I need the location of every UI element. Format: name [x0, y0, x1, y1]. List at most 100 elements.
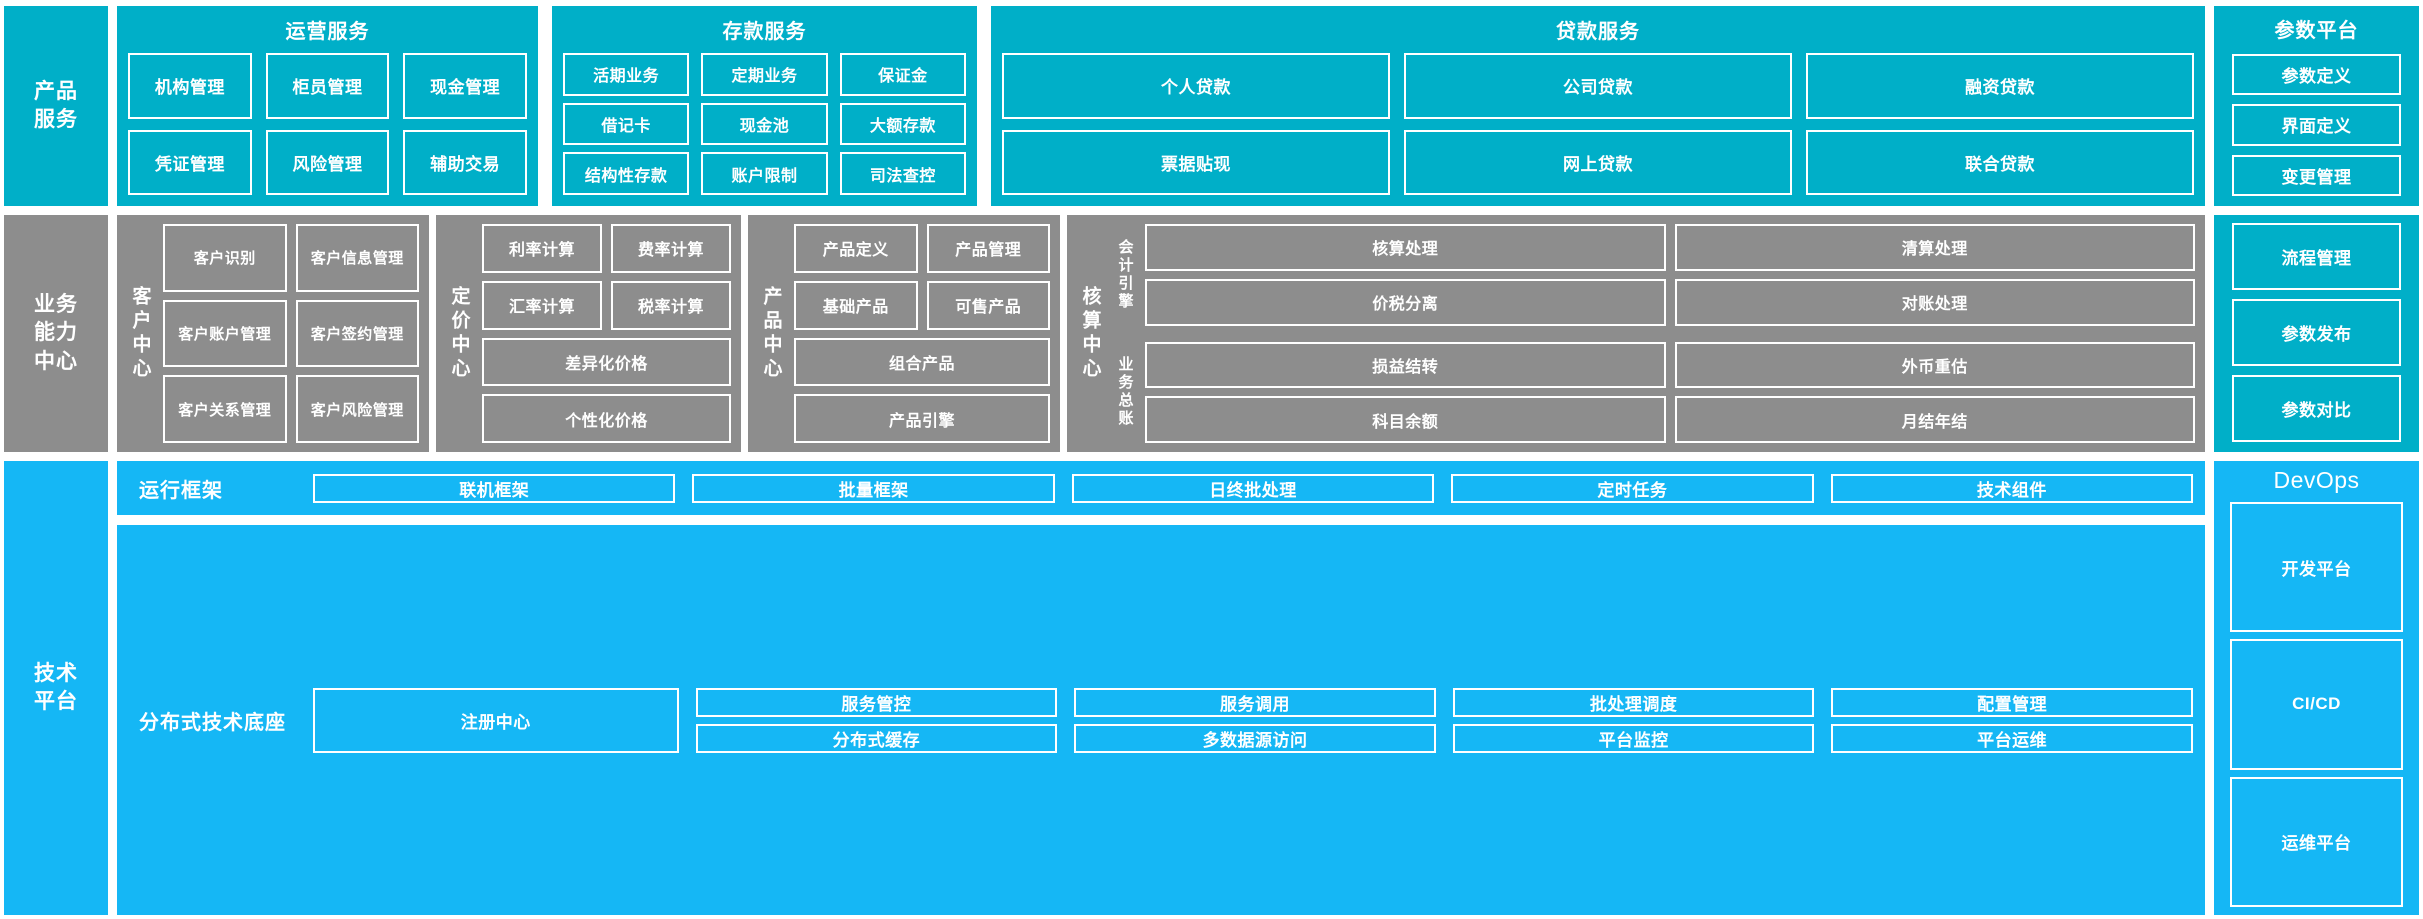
devops-tile[interactable]: 运维平台 — [2230, 776, 2403, 907]
capability-tile[interactable]: 客户识别 — [163, 224, 287, 292]
service-tile[interactable]: 现金管理 — [403, 53, 527, 119]
capability-tile[interactable]: 组合产品 — [794, 337, 1050, 387]
tech-tile[interactable]: 批处理调度 — [1452, 687, 1815, 717]
tech-stack: 批处理调度 平台监控 — [1452, 687, 1815, 753]
service-tile[interactable]: 风险管理 — [265, 129, 390, 195]
center-title-customer: 客户中心 — [129, 285, 151, 382]
capability-tile[interactable]: 月结年结 — [1674, 396, 2195, 443]
tech-tile-registry[interactable]: 注册中心 — [313, 687, 679, 753]
parameter-platform-title: 参数平台 — [2274, 20, 2359, 42]
capability-tile[interactable]: 税率计算 — [611, 280, 731, 330]
service-tile[interactable]: 融资贷款 — [1806, 53, 2194, 119]
service-tile[interactable]: 现金池 — [701, 102, 828, 146]
block-distributed-foundation: 分布式技术底座 注册中心 服务管控 分布式缓存 服务调用 多数据源访问 批处理调… — [117, 525, 2205, 915]
subgroup-accounting-engine: 会计引擎 核算处理 清算处理 价税分离 对账处理 — [1113, 224, 2195, 326]
product-services-groups: 运营服务 机构管理 柜员管理 现金管理 凭证管理 风险管理 辅助交易 存款服务 … — [117, 6, 2205, 206]
capability-tile[interactable]: 清算处理 — [1674, 224, 2195, 271]
capability-tile[interactable]: 核算处理 — [1145, 224, 1666, 271]
customer-center-grid: 客户识别 客户信息管理 客户账户管理 客户签约管理 客户关系管理 客户风险管理 — [163, 224, 419, 443]
service-tile[interactable]: 票据贴现 — [1002, 129, 1390, 195]
parameter-tile[interactable]: 变更管理 — [2232, 154, 2401, 196]
accounting-subgroups: 会计引擎 核算处理 清算处理 价税分离 对账处理 业务总账 损益结转 外币重估 — [1113, 224, 2195, 443]
capability-tile[interactable]: 对账处理 — [1674, 278, 2195, 326]
service-tile[interactable]: 账户限制 — [701, 152, 828, 195]
center-accounting: 核算中心 会计引擎 核算处理 清算处理 价税分离 对账处理 业务总账 — [1067, 215, 2205, 452]
devops-tile[interactable]: CI/CD — [2230, 639, 2403, 770]
service-tile[interactable]: 大额存款 — [839, 102, 966, 146]
parameter-tile[interactable]: 参数定义 — [2232, 54, 2401, 96]
center-product: 产品中心 产品定义 产品管理 基础产品 可售产品 组合产品 产品引擎 — [748, 215, 1060, 452]
capability-tile[interactable]: 基础产品 — [794, 280, 918, 330]
parameter-tile[interactable]: 参数对比 — [2232, 375, 2401, 442]
service-tile[interactable]: 网上贷款 — [1404, 129, 1792, 195]
capability-tile[interactable]: 可售产品 — [926, 280, 1050, 330]
capability-tile[interactable]: 科目余额 — [1145, 396, 1666, 443]
service-tile[interactable]: 借记卡 — [563, 102, 690, 146]
layer-label-technical-platform: 技术平台 — [4, 461, 108, 915]
capability-tile[interactable]: 产品管理 — [926, 224, 1050, 273]
capability-tile[interactable]: 差异化价格 — [482, 337, 731, 387]
tech-tile[interactable]: 技术组件 — [1830, 473, 2194, 503]
service-tile[interactable]: 凭证管理 — [128, 129, 252, 195]
capability-tile[interactable]: 利率计算 — [482, 224, 602, 273]
tech-tile[interactable]: 联机框架 — [313, 473, 676, 503]
parameter-platform-panel: 参数平台 参数定义 界面定义 变更管理 — [2214, 6, 2419, 206]
capability-tile[interactable]: 产品引擎 — [794, 394, 1050, 443]
capability-tile[interactable]: 产品定义 — [794, 224, 918, 273]
tech-tile[interactable]: 分布式缓存 — [695, 723, 1058, 753]
tech-tile[interactable]: 批量框架 — [692, 473, 1055, 503]
service-tile[interactable]: 机构管理 — [128, 53, 252, 119]
service-tile[interactable]: 联合贷款 — [1806, 129, 2194, 195]
capability-tile[interactable]: 损益结转 — [1145, 341, 1666, 389]
group-title-loan-services: 贷款服务 — [1556, 21, 1640, 43]
service-tile[interactable]: 司法查控 — [839, 152, 966, 195]
tech-tile[interactable]: 多数据源访问 — [1074, 723, 1436, 753]
service-tile[interactable]: 定期业务 — [701, 53, 828, 96]
distributed-foundation-cells: 注册中心 服务管控 分布式缓存 服务调用 多数据源访问 批处理调度 平台监控 — [313, 687, 2193, 753]
service-tile[interactable]: 结构性存款 — [563, 152, 690, 195]
tech-tile[interactable]: 平台运维 — [1831, 723, 2193, 753]
parameter-tile[interactable]: 流程管理 — [2232, 223, 2401, 290]
accounting-engine-grid: 核算处理 清算处理 价税分离 对账处理 — [1145, 224, 2195, 326]
center-title-pricing: 定价中心 — [448, 285, 470, 382]
capability-tile[interactable]: 个性化价格 — [482, 394, 731, 443]
capability-tile[interactable]: 客户风险管理 — [295, 375, 419, 443]
capability-tile[interactable]: 客户信息管理 — [295, 224, 419, 292]
center-title-accounting: 核算中心 — [1079, 285, 1101, 382]
tech-tile[interactable]: 配置管理 — [1831, 687, 2193, 717]
parameter-tile[interactable]: 界面定义 — [2232, 104, 2401, 146]
service-tile[interactable]: 活期业务 — [563, 53, 690, 96]
layer-label-business-capability: 业务能力中心 — [4, 215, 108, 452]
tech-tile[interactable]: 服务管控 — [695, 687, 1058, 717]
tech-tile[interactable]: 日终批处理 — [1071, 473, 1435, 503]
layer-product-services: 产品服务 运营服务 机构管理 柜员管理 现金管理 凭证管理 风险管理 辅助交易 … — [4, 6, 2419, 206]
capability-tile[interactable]: 外币重估 — [1674, 341, 2195, 389]
tech-tile[interactable]: 服务调用 — [1074, 687, 1436, 717]
service-tile[interactable]: 柜员管理 — [265, 53, 390, 119]
service-tile[interactable]: 保证金 — [839, 53, 966, 96]
capability-tile[interactable]: 汇率计算 — [482, 280, 602, 330]
pricing-center-grid: 利率计算 费率计算 汇率计算 税率计算 差异化价格 个性化价格 — [482, 224, 731, 443]
capability-tile[interactable]: 费率计算 — [611, 224, 731, 273]
group-operation-services: 运营服务 机构管理 柜员管理 现金管理 凭证管理 风险管理 辅助交易 — [117, 6, 538, 206]
service-tile[interactable]: 公司贷款 — [1404, 53, 1792, 119]
capability-tile[interactable]: 价税分离 — [1145, 278, 1666, 326]
parameter-tile[interactable]: 参数发布 — [2232, 299, 2401, 366]
layer-label-product-services: 产品服务 — [4, 6, 108, 206]
capability-tile[interactable]: 客户关系管理 — [163, 375, 287, 443]
service-tile[interactable]: 辅助交易 — [403, 129, 527, 195]
capability-tile[interactable]: 客户签约管理 — [295, 299, 419, 368]
devops-tile[interactable]: 开发平台 — [2230, 502, 2403, 633]
layer-business-capability: 业务能力中心 客户中心 客户识别 客户信息管理 客户账户管理 客户签约管理 客户… — [4, 215, 2419, 452]
tech-tile[interactable]: 平台监控 — [1452, 723, 1815, 753]
capability-tile[interactable]: 客户账户管理 — [163, 299, 287, 368]
tech-stack: 服务管控 分布式缓存 — [695, 687, 1058, 753]
service-tile[interactable]: 个人贷款 — [1002, 53, 1390, 119]
tech-tile[interactable]: 定时任务 — [1451, 473, 1814, 503]
technical-platform-blocks: 运行框架 联机框架 批量框架 日终批处理 定时任务 技术组件 分布式技术底座 注… — [117, 461, 2205, 915]
product-center-grid: 产品定义 产品管理 基础产品 可售产品 组合产品 产品引擎 — [794, 224, 1050, 443]
tech-stack: 配置管理 平台运维 — [1831, 687, 2193, 753]
block-title-distributed-foundation: 分布式技术底座 — [139, 711, 286, 734]
deposit-services-grid: 活期业务 定期业务 保证金 借记卡 现金池 大额存款 结构性存款 账户限制 司法… — [563, 53, 966, 195]
group-title-deposit-services: 存款服务 — [722, 21, 807, 43]
